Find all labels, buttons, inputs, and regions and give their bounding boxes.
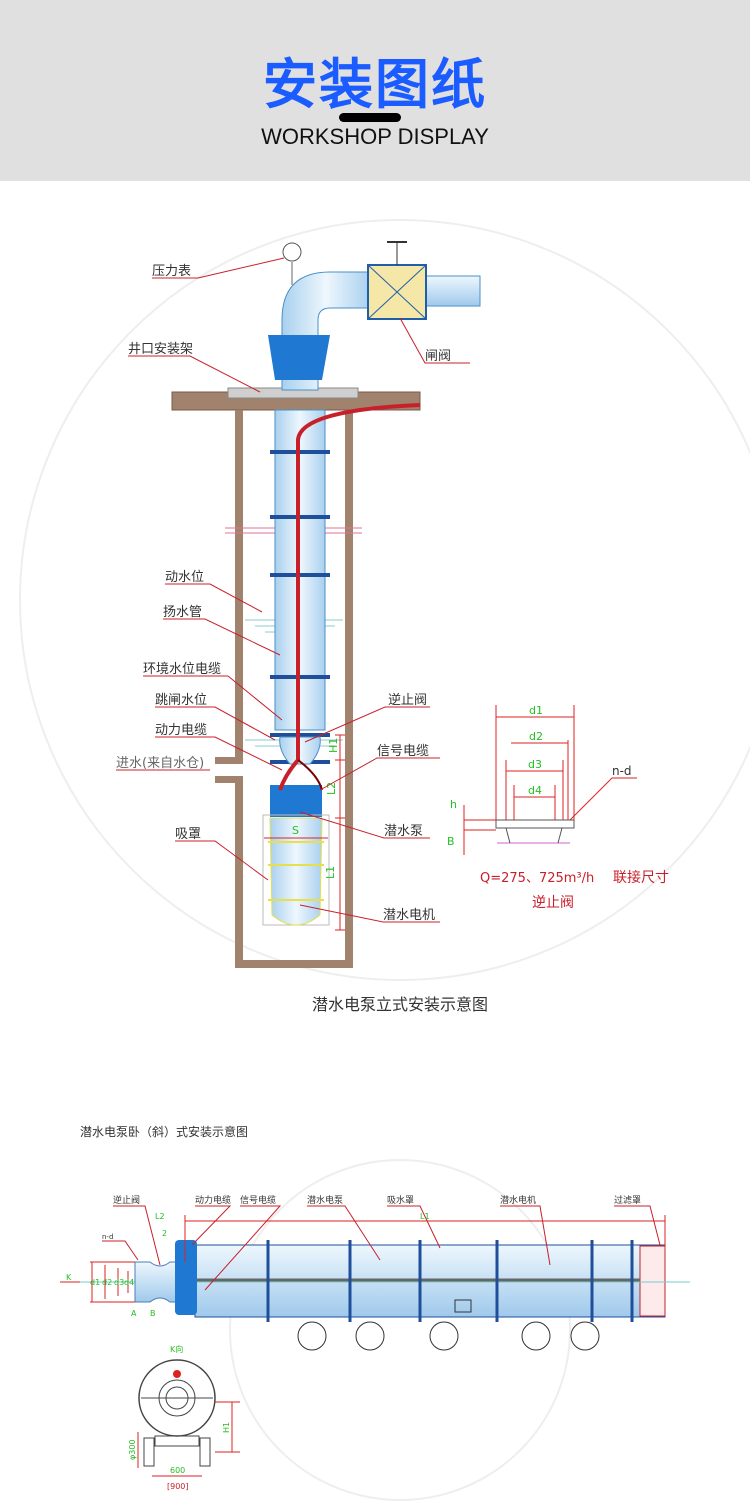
h-dim-d2: d2 <box>102 1278 112 1287</box>
dim-d2: d2 <box>529 730 543 743</box>
horizontal-check-valve <box>134 1261 181 1303</box>
label-motor: 潜水电机 <box>383 908 435 923</box>
h-label-power-cable: 动力电缆 <box>195 1194 231 1206</box>
dim-n-d: n-d <box>612 764 632 778</box>
label-dynamic-water-level: 动水位 <box>165 570 204 585</box>
h-label-filter: 过滤罩 <box>614 1194 641 1206</box>
label-check-valve: 逆止阀 <box>388 692 427 708</box>
page-title: 安装图纸 <box>263 53 487 116</box>
support-legs <box>297 1321 600 1351</box>
vertical-caption: 潜水电泵立式安装示意图 <box>312 995 488 1014</box>
submersible-motor <box>269 817 323 926</box>
vertical-installation-diagram: H1 L2 L1 S 压力表 井口安装架 动水位 扬水管 环境水位电缆 跳闸水位… <box>116 241 488 1014</box>
flange-rings <box>266 1240 634 1322</box>
label-riser-pipe: 扬水管 <box>163 605 202 620</box>
check-valve-caption: 逆止阀 <box>532 895 574 911</box>
end-dim-h1: H1 <box>222 1422 231 1433</box>
well-wall-right <box>345 410 353 968</box>
h-dim-d3: d3 <box>114 1278 124 1287</box>
horizontal-title: 潜水电泵卧（斜）式安装示意图 <box>80 1124 248 1139</box>
flow-note: Q=275、725m³/h <box>480 871 594 886</box>
pressure-gauge <box>282 242 302 262</box>
dim-d3: d3 <box>528 758 542 771</box>
outlet-pipe <box>424 275 481 307</box>
h-dim-a: A <box>131 1309 137 1318</box>
pump-outlet-flange <box>175 1240 197 1315</box>
watermark-globe <box>19 219 750 981</box>
h-dim-k: K <box>66 1273 72 1282</box>
well-wall-left <box>235 410 243 758</box>
inlet-lower <box>215 776 243 783</box>
section-header: 安装图纸 WORKSHOP DISPLAY <box>0 0 750 181</box>
h-dim-d4: d4 <box>124 1278 134 1287</box>
label-pump: 潜水泵 <box>384 824 423 839</box>
label-inlet: 进水(来自水仓) <box>116 756 204 771</box>
dim-b: B <box>447 835 455 848</box>
k-view-label: K向 <box>170 1344 183 1354</box>
h-label-motor: 潜水电机 <box>500 1194 536 1206</box>
leader-lines <box>116 257 470 923</box>
end-dim-900: [900] <box>167 1482 189 1491</box>
signal-cable <box>297 759 323 791</box>
well-wall-left-lower <box>235 776 243 968</box>
power-cable <box>278 403 421 791</box>
dim-d1: d1 <box>529 704 543 717</box>
h-label-suction-hood: 吸水罩 <box>387 1194 414 1206</box>
pump-head-base <box>268 335 330 380</box>
flange <box>495 819 575 829</box>
end-dim-600: 600 <box>170 1466 185 1475</box>
leader-lines <box>102 1205 661 1291</box>
check-valve-detail: d1 d2 d3 d4 n-d h B Q=275、725m³/h 联接尺寸 逆… <box>447 704 669 911</box>
inlet-upper <box>215 757 243 764</box>
dim-l1: L1 <box>324 866 337 879</box>
label-level-cable: 环境水位电缆 <box>143 661 221 677</box>
label-gate-valve: 闸阀 <box>425 349 451 364</box>
label-signal-cable: 信号电缆 <box>377 743 429 759</box>
h-label-pump: 潜水电泵 <box>307 1194 343 1206</box>
label-pressure-gauge: 压力表 <box>152 264 191 279</box>
end-view: K向 H1 φ300 600 [900] <box>128 1344 240 1491</box>
h-dim-2: 2 <box>162 1229 167 1238</box>
page-subtitle: WORKSHOP DISPLAY <box>261 124 489 149</box>
label-trip-level: 跳闸水位 <box>155 693 207 708</box>
h-dim-b: B <box>150 1309 156 1318</box>
dim-h: h <box>450 798 457 811</box>
h-dim-d1: d1 <box>90 1278 100 1287</box>
dimension-lines <box>264 734 345 931</box>
title-divider <box>339 113 401 122</box>
h-label-check-valve: 逆止阀 <box>113 1194 140 1206</box>
h-dim-l2: L2 <box>155 1212 165 1221</box>
dimension-lines <box>60 1215 666 1303</box>
label-power-cable: 动力电缆 <box>155 722 207 738</box>
filter-cover <box>639 1245 666 1317</box>
h-dim-l1: L1 <box>420 1212 430 1221</box>
submersible-pump <box>270 785 322 817</box>
h-dim-n-d: n-d <box>102 1233 113 1241</box>
h-label-signal-cable: 信号电缆 <box>240 1194 276 1206</box>
label-suction-hood: 吸罩 <box>175 827 201 842</box>
gate-valve-cross <box>367 264 427 320</box>
dim-d4: d4 <box>528 784 542 797</box>
dim-h1: H1 <box>327 738 340 753</box>
well-floor <box>235 960 353 968</box>
end-dim-wheel: φ300 <box>128 1439 137 1460</box>
connection-size-note: 联接尺寸 <box>613 869 669 886</box>
watermark-globe <box>229 1159 571 1501</box>
label-wellhead-frame: 井口安装架 <box>128 342 193 357</box>
horizontal-installation-diagram: 潜水电泵卧（斜）式安装示意图 逆止阀 动力电缆 信号电缆 潜水电泵 吸水罩 <box>60 1124 690 1491</box>
dim-s: S <box>292 824 299 837</box>
